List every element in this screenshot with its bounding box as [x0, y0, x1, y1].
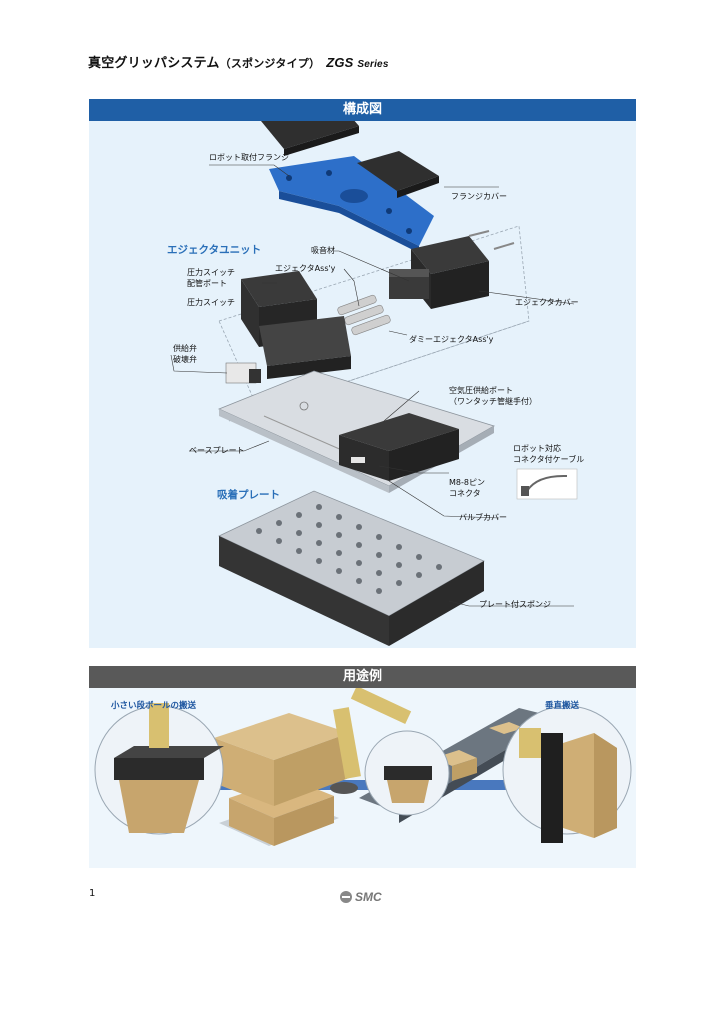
label-valves: 供給弁 破壊弁	[173, 343, 197, 365]
label-robot-cable-line2: コネクタ付ケーブル	[513, 455, 585, 464]
application-scene	[94, 688, 632, 846]
label-pressure-switch: 圧力スイッチ	[187, 298, 235, 307]
label-air-supply-line2: （ワンタッチ管継手付）	[449, 397, 537, 406]
group-suction-plate: 吸着プレート	[217, 489, 280, 501]
valve-illustration	[225, 362, 261, 384]
robot-flange-illustration	[269, 156, 434, 253]
ejector-assy-illustration	[337, 294, 391, 336]
caption-vertical-transfer: 垂直搬送	[545, 701, 580, 711]
label-m8-connector: M8-8ピン コネクタ	[449, 477, 485, 499]
caption-small-box-transfer: 小さい段ボールの搬送	[111, 701, 197, 711]
series-name: ZGS Series	[326, 55, 388, 70]
section-application-heading: 用途例	[89, 666, 636, 688]
ejector-unit-illustration	[241, 271, 351, 379]
application-illustration: 小さい段ボールの搬送 垂直搬送	[89, 688, 636, 868]
title-paren: （スポンジタイプ）	[219, 57, 321, 70]
smc-logo-icon	[340, 891, 352, 903]
series-word: Series	[357, 59, 389, 70]
middle-zoom-circle	[364, 730, 450, 816]
page-number: 1	[89, 888, 96, 899]
silencer-illustration	[389, 269, 429, 299]
label-air-supply-line1: 空気圧供給ポート	[449, 386, 513, 395]
label-pressure-switch-port: 圧力スイッチ 配管ポート	[187, 267, 235, 289]
flange-cover-top-illustration	[261, 121, 359, 156]
group-ejector-unit: エジェクタユニット	[167, 244, 262, 256]
label-pressure-switch-port-line1: 圧力スイッチ	[187, 268, 235, 277]
label-sponge-plate: プレート付スポンジ	[479, 600, 551, 609]
label-flange-cover: フランジカバー	[451, 192, 507, 201]
title-main: 真空グリッパシステム	[88, 56, 220, 71]
label-ejector-assy: エジェクタAss'y	[275, 264, 336, 273]
section-construction-heading: 構成図	[89, 99, 636, 121]
flange-cover-illustration	[357, 151, 439, 198]
robot-cable-illustration	[516, 468, 578, 500]
label-dummy-ejector: ダミーエジェクタAss'y	[409, 335, 494, 344]
label-robot-flange: ロボット取付フランジ	[209, 153, 289, 162]
label-robot-cable-line1: ロボット対応	[513, 444, 561, 453]
brand-logo: SMC	[340, 890, 382, 904]
label-air-supply-port: 空気圧供給ポート （ワンタッチ管継手付）	[449, 385, 537, 407]
left-zoom-circle	[94, 703, 224, 835]
construction-diagram: ロボット取付フランジ フランジカバー エジェクタユニット 吸音材 エジェクタAs…	[89, 121, 636, 648]
right-zoom-circle	[502, 705, 632, 843]
suction-plate-illustration	[218, 490, 485, 646]
label-silencer: 吸音材	[311, 246, 335, 255]
label-valve-cover: バルブカバー	[459, 513, 507, 522]
label-ejector-cover: エジェクタカバー	[515, 298, 579, 307]
label-pressure-switch-port-line2: 配管ポート	[187, 279, 227, 288]
label-release-valve: 破壊弁	[173, 355, 197, 364]
label-supply-valve: 供給弁	[173, 344, 197, 353]
label-m8-connector-line2: コネクタ	[449, 489, 481, 498]
label-m8-connector-line1: M8-8ピン	[449, 478, 485, 487]
exploded-view-illustration	[170, 121, 578, 646]
label-base-plate: ベースプレート	[189, 446, 245, 455]
brand-name: SMC	[355, 890, 382, 904]
label-robot-cable: ロボット対応 コネクタ付ケーブル	[513, 443, 584, 465]
page-title: 真空グリッパシステム（スポンジタイプ） ZGS Series	[88, 52, 389, 71]
series-code: ZGS	[326, 55, 354, 70]
valve-cover-illustration	[339, 413, 459, 481]
